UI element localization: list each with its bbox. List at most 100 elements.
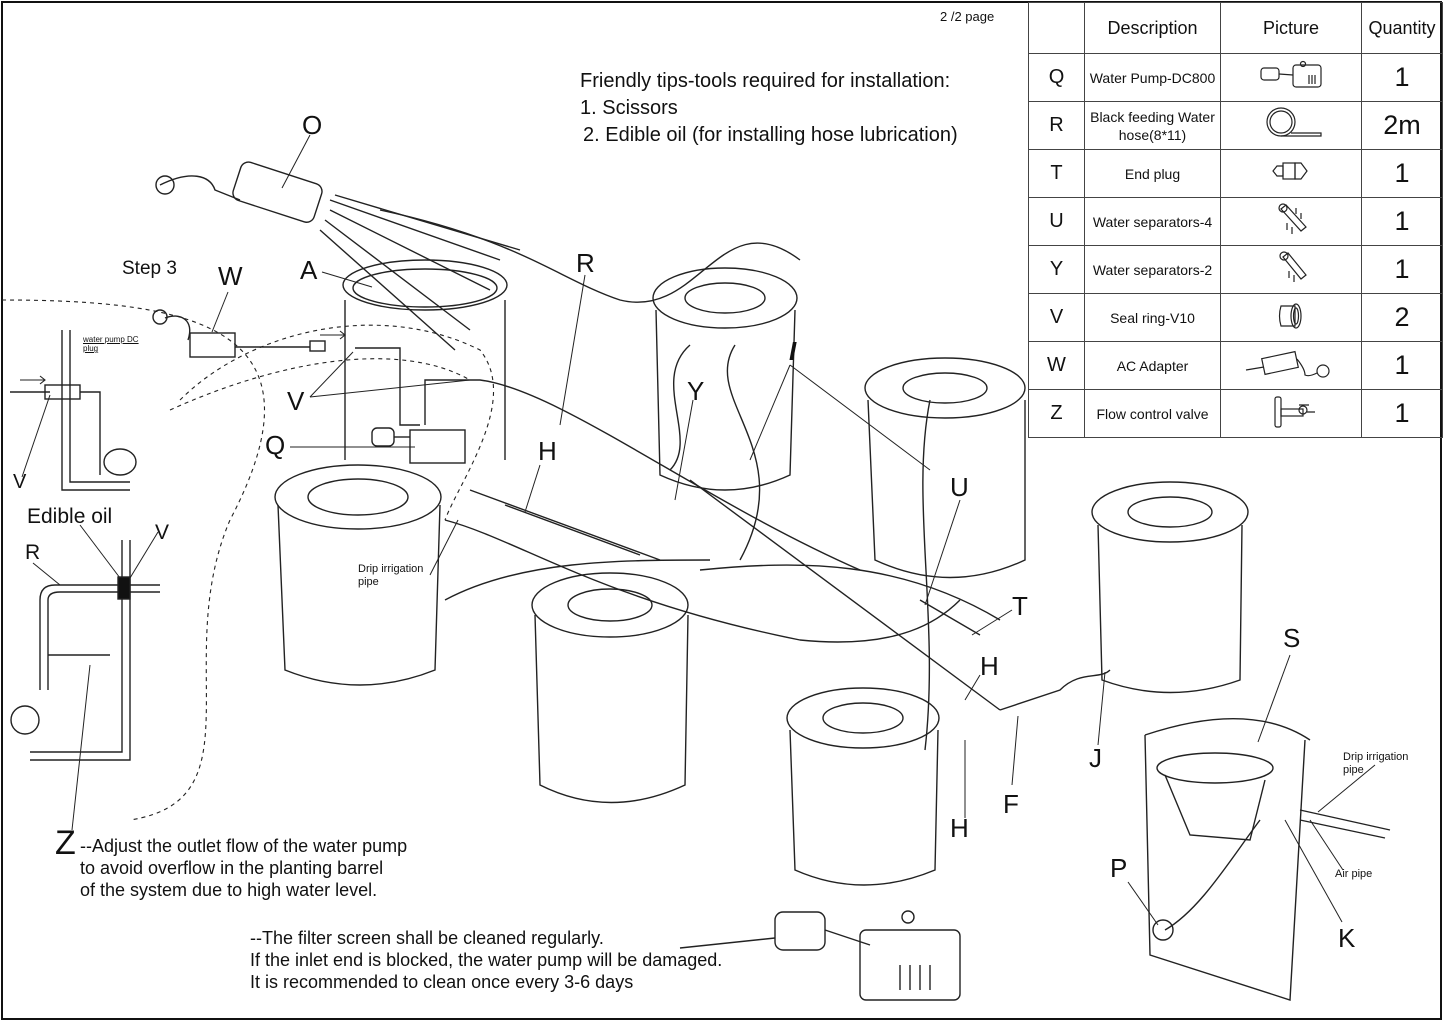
callout-text: Drip irrigation pipe <box>358 563 424 588</box>
bucket-middle-right <box>864 357 1026 579</box>
bucket-front <box>786 687 940 886</box>
inset-label-v: V <box>155 521 170 544</box>
label-h-1: H <box>538 436 557 466</box>
part-description: End plug <box>1084 149 1221 198</box>
table-row: Y Water separators-2 1 <box>1028 245 1443 294</box>
table-row: W AC Adapter 1 <box>1028 341 1443 390</box>
water-pump-icon <box>1220 53 1362 102</box>
part-quantity: 2m <box>1361 101 1443 150</box>
part-description: Black feeding Water hose(8*11) <box>1084 101 1221 150</box>
filter-note-line: If the inlet end is blocked, the water p… <box>250 950 723 970</box>
part-description: AC Adapter <box>1084 341 1221 390</box>
bucket-center <box>531 572 689 804</box>
label-s: S <box>1283 623 1301 653</box>
part-code: U <box>1028 197 1085 246</box>
pump-detail <box>679 910 961 1001</box>
ac-adapter-icon <box>1220 341 1362 390</box>
label-z: Z <box>55 824 76 862</box>
callout-drip-pipe-right: Drip irrigation pipe <box>1343 751 1409 776</box>
part-quantity: 1 <box>1361 245 1443 294</box>
part-quantity: 1 <box>1361 53 1443 102</box>
inset-drawing <box>10 330 160 761</box>
table-row: Q Water Pump-DC800 1 <box>1028 53 1443 102</box>
part-quantity: 1 <box>1361 149 1443 198</box>
part-quantity: 2 <box>1361 293 1443 342</box>
seal-ring-icon <box>1220 293 1362 342</box>
tip-item: 1. Scissors <box>580 97 678 119</box>
label-o: O <box>302 110 323 140</box>
label-h-2: H <box>980 651 999 681</box>
part-code: V <box>1028 293 1085 342</box>
inset-label-r: R <box>25 541 41 564</box>
bucket-back-middle <box>652 267 798 491</box>
parts-table: Description Picture Quantity Q Water Pum… <box>1028 2 1443 438</box>
label-u: U <box>950 472 969 502</box>
part-description: Water Pump-DC800 <box>1084 53 1221 102</box>
part-code: W <box>1028 341 1085 390</box>
tip-item: 2. Edible oil (for installing hose lubri… <box>583 124 958 146</box>
step-label: Step 3 <box>122 258 177 279</box>
inset-label-edible-oil: Edible oil <box>27 505 113 528</box>
part-code: Q <box>1028 53 1085 102</box>
part-description: Flow control valve <box>1084 389 1221 438</box>
z-note-line: of the system due to high water level. <box>80 880 378 900</box>
label-w: W <box>218 261 243 291</box>
filter-note-line: It is recommended to clean once every 3-… <box>250 972 634 992</box>
page-number: 2 /2 page <box>940 9 995 24</box>
filter-note: --The filter screen shall be cleaned reg… <box>250 927 722 993</box>
label-f: F <box>1003 789 1019 819</box>
bucket-a <box>342 259 508 460</box>
label-j: J <box>1089 743 1102 773</box>
label-q: Q <box>265 430 286 460</box>
ac-adapter-w <box>152 309 326 358</box>
part-quantity: 1 <box>1361 389 1443 438</box>
label-y: Y <box>687 376 705 406</box>
part-code: Z <box>1028 389 1085 438</box>
part-quantity: 1 <box>1361 197 1443 246</box>
flow-arrows <box>20 330 346 385</box>
table-row: R Black feeding Water hose(8*11) 2m <box>1028 101 1443 150</box>
z-note-line: to avoid overflow in the planting barrel <box>80 858 384 878</box>
pump-q <box>355 347 861 571</box>
table-row: Z Flow control valve 1 <box>1028 389 1443 438</box>
end-plug-icon <box>1220 149 1362 198</box>
hose-coil-icon <box>1220 101 1362 150</box>
tips-title: Friendly tips-tools required for install… <box>580 70 951 92</box>
bucket-right <box>1091 481 1249 694</box>
filter-note-line: --The filter screen shall be cleaned reg… <box>250 928 604 948</box>
inset-label-dc-plug: water pump DC plug <box>83 335 139 353</box>
label-k: K <box>1338 923 1356 953</box>
header-picture: Picture <box>1220 2 1362 54</box>
label-v: V <box>287 386 305 416</box>
cutaway-bucket <box>1144 718 1391 1001</box>
part-description: Water separators-2 <box>1084 245 1221 294</box>
label-t: T <box>1012 591 1028 621</box>
label-a: A <box>300 255 318 285</box>
z-note: --Adjust the outlet flow of the water pu… <box>80 835 407 901</box>
part-code: T <box>1028 149 1085 198</box>
installation-tips: Friendly tips-tools required for install… <box>580 68 958 149</box>
label-h-3: H <box>950 813 969 843</box>
feeding-pipes <box>444 344 1111 751</box>
leader-lines <box>21 134 1376 926</box>
dashed-guide-lines <box>1 299 494 821</box>
label-i: I <box>789 336 797 366</box>
table-row: V Seal ring-V10 2 <box>1028 293 1443 342</box>
header-code <box>1028 2 1085 54</box>
bucket-front-left <box>274 464 442 686</box>
air-pump-controller-o <box>155 161 801 351</box>
table-row: U Water separators-4 1 <box>1028 197 1443 246</box>
part-description: Water separators-4 <box>1084 197 1221 246</box>
header-description: Description <box>1084 2 1221 54</box>
part-description: Seal ring-V10 <box>1084 293 1221 342</box>
water-separator-2-icon <box>1220 245 1362 294</box>
table-header-row: Description Picture Quantity <box>1028 2 1443 54</box>
part-code: Y <box>1028 245 1085 294</box>
label-r: R <box>576 248 595 278</box>
inset-label-v-top: V <box>13 471 27 493</box>
water-separator-4-icon <box>1220 197 1362 246</box>
callout-air-pipe: Air pipe <box>1335 868 1373 880</box>
label-p: P <box>1110 853 1128 883</box>
